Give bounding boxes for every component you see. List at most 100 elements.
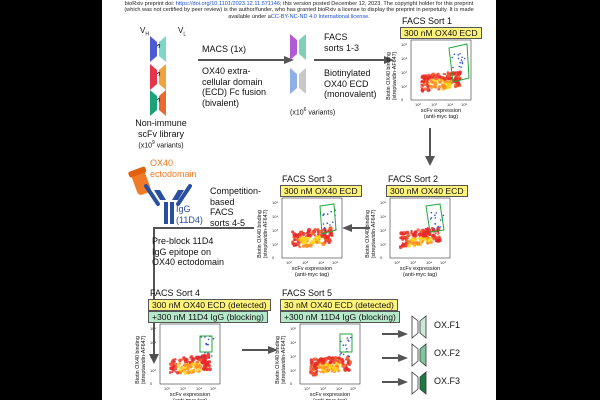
cell-population bbox=[291, 209, 337, 249]
cell-event bbox=[326, 236, 330, 240]
x-tick-label: 10³ bbox=[410, 260, 416, 265]
scfv-icon bbox=[411, 315, 427, 339]
x-tick-label: 10⁴ bbox=[196, 386, 202, 391]
cell-event bbox=[301, 237, 306, 242]
preprint-header: bioRxiv preprint doi: https://doi.org/10… bbox=[102, 1, 496, 20]
figure-page: bioRxiv preprint doi: https://doi.org/10… bbox=[102, 0, 496, 400]
cell-event bbox=[402, 236, 404, 239]
cell-event bbox=[194, 364, 199, 369]
cell-event bbox=[442, 214, 445, 217]
cell-event bbox=[334, 356, 338, 360]
cell-event bbox=[399, 236, 402, 240]
cell-event bbox=[410, 238, 413, 241]
cell-population bbox=[168, 335, 215, 375]
cell-event bbox=[314, 235, 319, 240]
x-tick-label: 10⁴ bbox=[336, 386, 342, 391]
cell-event bbox=[326, 368, 331, 373]
cell-event bbox=[431, 78, 434, 81]
header-text: available under a bbox=[228, 13, 271, 20]
plot-frame bbox=[299, 323, 361, 385]
cell-event bbox=[311, 363, 314, 366]
cell-event bbox=[331, 366, 336, 370]
y-tick-label: 10⁵ bbox=[380, 200, 386, 205]
cell-event bbox=[461, 56, 463, 59]
cell-event bbox=[420, 80, 423, 83]
cell-event bbox=[175, 362, 177, 365]
doi-link[interactable]: https://doi.org/10.1101/2023.12.11.57114… bbox=[175, 1, 280, 7]
cell-event bbox=[408, 240, 412, 244]
cell-event bbox=[291, 230, 295, 234]
cell-event bbox=[206, 343, 208, 346]
cell-event bbox=[434, 232, 437, 235]
cell-event bbox=[189, 355, 194, 359]
cell-event bbox=[297, 236, 300, 239]
sort2-condition: 300 nM OX40 ECD bbox=[386, 185, 468, 197]
competition-label: Competition- based FACS sorts 4-5 bbox=[210, 186, 262, 228]
cell-event bbox=[350, 336, 352, 339]
cell-event bbox=[401, 243, 405, 248]
cell-event bbox=[410, 231, 413, 235]
cell-event bbox=[176, 363, 180, 367]
cell-event bbox=[324, 362, 329, 366]
cell-event bbox=[422, 80, 425, 84]
cell-event bbox=[178, 362, 182, 365]
plot-x-axis-label: scFv expression(anti-myc tag) bbox=[291, 266, 333, 279]
cell-event bbox=[293, 238, 296, 242]
cell-event bbox=[402, 236, 407, 240]
x-tick-label: 10⁵ bbox=[332, 260, 338, 265]
cell-event bbox=[173, 359, 175, 362]
cell-population bbox=[420, 53, 466, 93]
cell-event bbox=[201, 360, 205, 364]
cell-event bbox=[179, 358, 182, 362]
arrow-right bbox=[198, 56, 294, 64]
cell-event bbox=[342, 360, 345, 363]
plot-frame bbox=[159, 323, 221, 385]
cell-event bbox=[315, 361, 318, 363]
cell-event bbox=[322, 365, 326, 370]
x-tick-label: 10⁵ bbox=[461, 102, 467, 107]
cell-event bbox=[442, 72, 445, 76]
header-text: bioRxiv preprint doi: bbox=[124, 1, 176, 7]
cell-event bbox=[422, 74, 427, 79]
cell-event bbox=[309, 358, 314, 363]
cell-event bbox=[211, 355, 213, 357]
cell-event bbox=[176, 371, 180, 375]
header-text: (which was not certified by peer review)… bbox=[124, 7, 474, 14]
cell-event bbox=[425, 81, 428, 84]
library-description: Non-immune scFv library (x109 variants) bbox=[135, 118, 187, 150]
x-tick-label: 10² bbox=[415, 102, 421, 107]
cell-event bbox=[328, 360, 332, 365]
arrow-right bbox=[382, 330, 408, 338]
cell-event bbox=[186, 367, 190, 371]
cell-event bbox=[327, 366, 330, 369]
cell-event bbox=[306, 240, 309, 243]
plot-y-axis-label: Biotin OX40 binding(streptavidin-AF647) bbox=[386, 51, 398, 101]
cell-event bbox=[334, 359, 337, 362]
output-clone-label: OX.F2 bbox=[434, 348, 461, 358]
cell-event bbox=[323, 226, 326, 229]
y-tick-label: 10⁴ bbox=[272, 214, 278, 219]
cell-event bbox=[427, 73, 430, 76]
cell-event bbox=[320, 366, 322, 369]
cell-event bbox=[461, 61, 464, 63]
cell-event bbox=[461, 62, 464, 65]
y-tick-label: 10³ bbox=[401, 70, 407, 75]
cell-event bbox=[348, 340, 350, 342]
sort-gate bbox=[339, 333, 353, 353]
cell-event bbox=[324, 229, 326, 232]
license-link[interactable]: CC-BY-NC-ND 4.0 International license bbox=[270, 13, 369, 20]
cell-event bbox=[199, 368, 203, 371]
cell-event bbox=[327, 355, 332, 360]
cell-event bbox=[460, 66, 462, 68]
cell-event bbox=[423, 237, 427, 241]
cell-event bbox=[307, 230, 310, 233]
cell-event bbox=[205, 362, 209, 366]
x-tick-label: 10³ bbox=[302, 260, 308, 265]
cell-event bbox=[190, 362, 194, 366]
cell-event bbox=[435, 212, 438, 214]
sort4-facs-plot: Biotin OX40 binding(streptavidin-AF647) … bbox=[135, 322, 242, 400]
sort5-condition-blocking: +300 nM 11D4 IgG (blocking) bbox=[280, 311, 400, 323]
y-tick-label: 10⁴ bbox=[290, 340, 296, 345]
cell-event bbox=[299, 240, 302, 243]
cell-event bbox=[175, 368, 178, 371]
